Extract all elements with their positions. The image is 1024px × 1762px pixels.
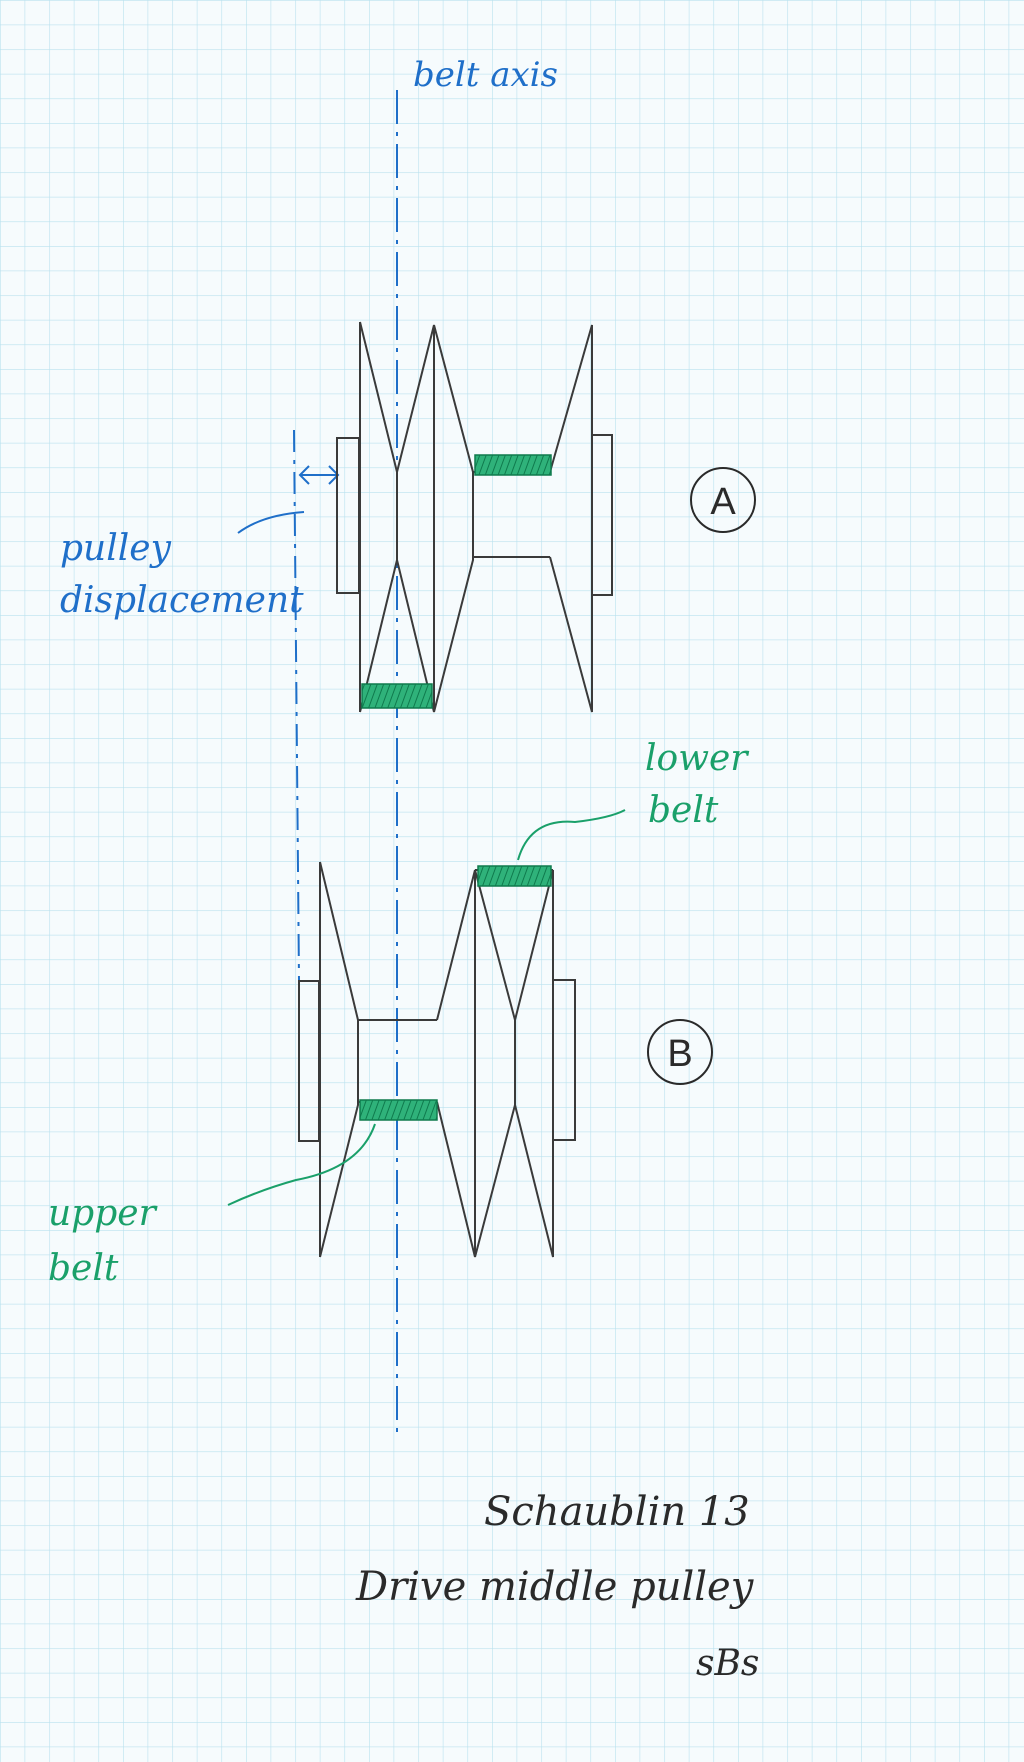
pulley-b [298, 861, 576, 1258]
pulley-b-cone-1 [319, 861, 359, 1258]
displacement-axis-line [293, 429, 300, 981]
displacement-leader [237, 511, 305, 534]
caption-line1: Schaublin 13 [484, 1489, 750, 1535]
pulley-a-cone-2 [396, 324, 435, 713]
pulley-b-upper-belt [359, 1099, 438, 1121]
label-a: A [710, 481, 736, 523]
lower-belt-leader [517, 809, 626, 861]
pulley-b-lower-belt [477, 865, 552, 887]
pulley-a-cone-1 [359, 321, 398, 713]
caption-line2: Drive middle pulley [355, 1564, 755, 1610]
label-a-circle [690, 467, 756, 533]
pulley-a-upper-belt [361, 683, 433, 709]
belt-axis-label: belt axis [413, 55, 558, 95]
pulley-b-cone-4 [514, 869, 554, 1258]
pulley-a-cone-2-back [433, 324, 474, 713]
displacement-arrow-head-left [298, 465, 310, 485]
pulley-a [336, 321, 613, 713]
label-b-circle [647, 1019, 713, 1085]
upper-belt-label-line1: upper [48, 1193, 158, 1234]
upper-belt-leader [227, 1123, 376, 1206]
pulley-b-cone-3 [474, 869, 516, 1258]
upper-belt-label-line2: belt [48, 1248, 119, 1289]
pulley-displacement-label-line1: pulley [60, 528, 172, 569]
pulley-displacement-label-line2: displacement [60, 580, 304, 621]
pulley-a-cone-3 [549, 324, 593, 713]
lower-belt-label-line1: lower [645, 738, 749, 779]
pulley-b-cone-2 [436, 869, 476, 1258]
pulley-a-lower-belt [474, 454, 552, 476]
lower-belt-label-line2: belt [648, 790, 719, 831]
caption-signature: sBs [696, 1643, 759, 1684]
label-b: B [667, 1033, 692, 1075]
